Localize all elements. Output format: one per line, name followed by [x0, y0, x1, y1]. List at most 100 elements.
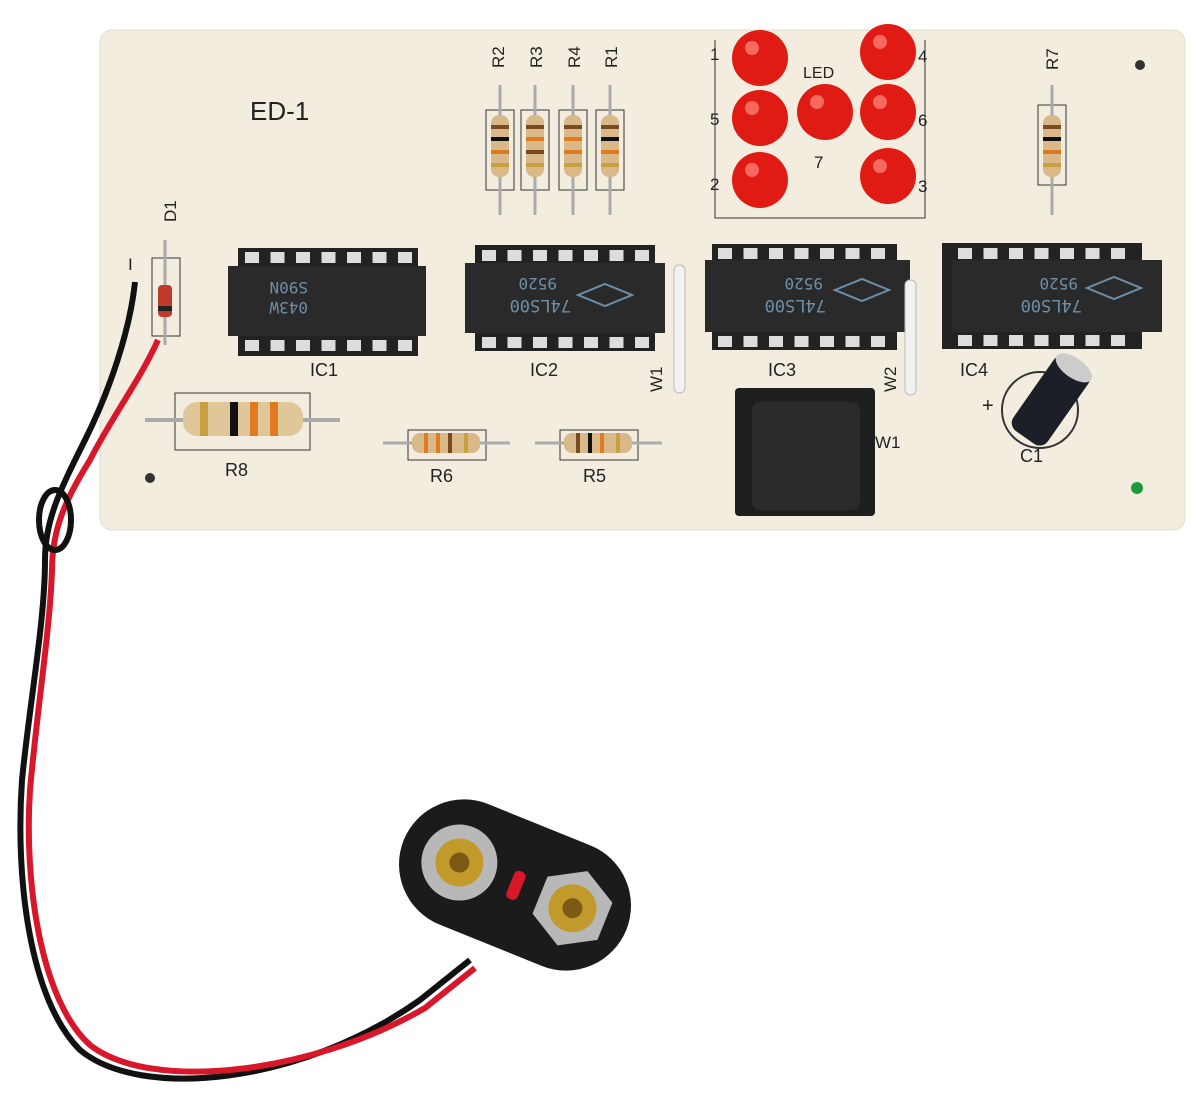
wire-red [25, 338, 477, 1075]
ic-pin [743, 336, 758, 347]
ic-pin [296, 252, 310, 263]
ic-pins [245, 248, 1125, 351]
ic4-date-code: 9520 [1039, 274, 1078, 293]
ic2-date-code: 9520 [518, 274, 557, 293]
mount-hole [1135, 60, 1145, 70]
label-ic3: IC3 [768, 360, 796, 380]
ic-pin [482, 250, 496, 261]
resistor-r3 [520, 85, 550, 215]
ic-pin [558, 250, 573, 261]
ic-pin [845, 336, 860, 347]
ic-pin [1009, 248, 1023, 259]
wire-knot [36, 487, 74, 553]
label-r4: R4 [565, 46, 584, 68]
label-r5: R5 [583, 466, 606, 486]
label-w1: W1 [647, 367, 666, 393]
led-highlights [745, 35, 887, 177]
led-number-2: 2 [710, 175, 719, 194]
ic-pin [398, 252, 412, 263]
label-ic2: IC2 [530, 360, 558, 380]
ic-pin [347, 252, 361, 263]
ic-pin [482, 337, 496, 348]
label-switch: W1 [875, 433, 901, 452]
battery-clip [399, 799, 631, 971]
ic-pin [743, 248, 758, 259]
ic-pin [507, 250, 522, 261]
label-r2: R2 [489, 46, 508, 68]
ic-pin [769, 336, 783, 347]
ic-pin [270, 252, 285, 263]
ic-pin [983, 248, 998, 259]
ic-pin [245, 340, 259, 351]
ic-pin [321, 252, 336, 263]
ic-pin [958, 248, 972, 259]
led-number-7: 7 [814, 153, 823, 172]
ic1: S90N 043W [228, 248, 426, 356]
ic-pin [1085, 248, 1100, 259]
diode-d1 [158, 285, 172, 317]
power-mark: I [128, 255, 133, 274]
manufacturer-logo [1084, 275, 1144, 301]
label-ic1: IC1 [310, 360, 338, 380]
led-1 [732, 30, 788, 86]
power-led-small [1131, 482, 1143, 494]
ic-pin [794, 248, 809, 259]
label-r7: R7 [1043, 48, 1062, 70]
ic-pin [820, 248, 834, 259]
ic-pin [718, 336, 732, 347]
label-ic4: IC4 [960, 360, 988, 380]
ic-pin [372, 252, 387, 263]
label-r6: R6 [430, 466, 453, 486]
ic-pin [398, 340, 412, 351]
led-outline [714, 40, 926, 219]
ic-pin [270, 340, 285, 351]
capacitor-c1 [1011, 353, 1092, 446]
ic-pin [533, 250, 547, 261]
ic1-marking-line2: 043W [269, 298, 308, 317]
capacitor-polarity: + [982, 395, 994, 417]
resistor-r6 [383, 429, 510, 461]
label-r3: R3 [527, 46, 546, 68]
ic3-date-code: 9520 [784, 274, 823, 293]
led-6 [860, 84, 916, 140]
label-w2: W2 [881, 367, 900, 393]
ic-pin [1060, 248, 1074, 259]
label-r1: R1 [602, 46, 621, 68]
ic-pin [635, 250, 649, 261]
ic-pin [983, 335, 998, 346]
ic-pin [609, 250, 624, 261]
ic-pin [584, 250, 598, 261]
push-button[interactable] [735, 388, 875, 516]
manufacturer-logo [832, 277, 892, 303]
ic-pin [507, 337, 522, 348]
ic-pin [845, 248, 860, 259]
manufacturer-logo [575, 282, 635, 308]
board-title: ED-1 [250, 96, 309, 126]
resistor-r4 [558, 85, 588, 215]
ic-pin [1085, 335, 1100, 346]
resistor-r1 [595, 85, 625, 215]
ic-pin [245, 252, 259, 263]
led-3 [860, 148, 916, 204]
ic-pin [1034, 335, 1049, 346]
ic4-part-number: 74LS00 [1021, 295, 1082, 315]
capacitor-outline [1001, 371, 1079, 449]
ic-pin [1111, 248, 1125, 259]
ic3: 74LS00 9520 [705, 244, 910, 350]
led-number-4: 4 [918, 47, 927, 66]
ic-pin [769, 248, 783, 259]
ic2-part-number: 74LS00 [510, 295, 571, 315]
resistor-r5 [535, 429, 662, 461]
led-number-6: 6 [918, 111, 927, 130]
jumper-w1 [673, 264, 686, 394]
ic-pin [558, 337, 573, 348]
ic-pin [871, 248, 885, 259]
ic4: 74LS00 9520 [942, 243, 1162, 349]
resistor-r8 [145, 392, 340, 451]
ic-pin [871, 336, 885, 347]
ic2: 74LS00 9520 [465, 245, 665, 351]
ic-pin [718, 248, 732, 259]
led-number-1: 1 [710, 45, 719, 64]
